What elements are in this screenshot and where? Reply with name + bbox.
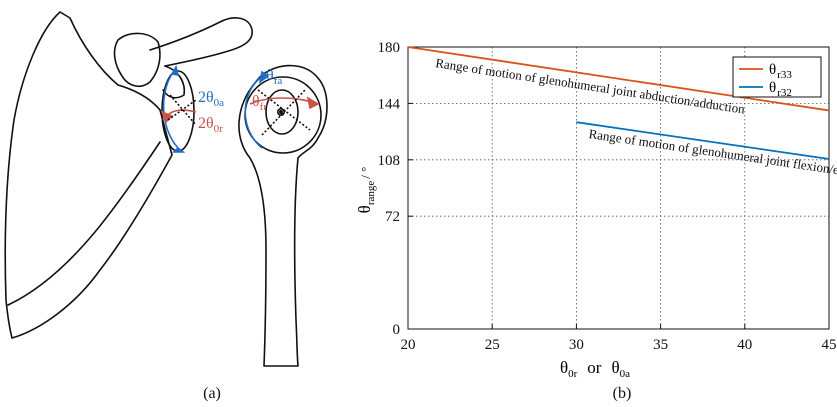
y-axis-label: θrange/ ° (355, 167, 377, 214)
arrow-head-blue-top (170, 64, 180, 76)
humerus-center-dot (278, 110, 283, 115)
shoulder-illustration (4, 11, 328, 367)
x-tick-label: 20 (401, 337, 416, 353)
legend-label-r32: θr32 (769, 80, 792, 99)
x-tick-label: 40 (737, 337, 752, 353)
legend-box (732, 56, 822, 98)
dashed-line-2 (167, 99, 197, 121)
y-tick-label: 108 (378, 153, 401, 169)
humeral-articular-surface (265, 89, 299, 135)
glenoid-arc-blue (162, 73, 179, 149)
humerus-center (276, 108, 285, 117)
y-tick-label: 72 (385, 209, 400, 225)
label-theta-fa: θfa (266, 67, 282, 87)
series-line-r32 (576, 121, 830, 160)
x-tick-label: 45 (822, 337, 837, 353)
x-tick-label: 35 (653, 337, 668, 353)
label-2theta-0a: 2θ0a (198, 89, 224, 109)
label-theta-fr: θfr (252, 93, 267, 113)
dashed-line-3 (257, 89, 311, 131)
caption-b: (b) (613, 385, 632, 402)
x-ticks: 20 25 30 35 40 45 (401, 324, 837, 353)
dashed-line-1 (169, 94, 197, 126)
clavicle-outline (149, 17, 253, 67)
plot-frame (407, 46, 830, 330)
series-annotation-r33: Range of motion of glenohumeral joint ab… (434, 55, 746, 117)
series-line-r33 (407, 46, 830, 112)
angle-markings (160, 64, 320, 153)
series-lines (407, 46, 830, 160)
humerus-arc-blue (244, 77, 263, 149)
arrow-head-blue-humerus (258, 70, 270, 84)
arrow-head-red-humerus (306, 96, 320, 110)
legend-label-r33: θr33 (769, 62, 792, 81)
y-tick-label: 0 (393, 322, 401, 338)
arrow-head-blue-bottom (172, 146, 186, 153)
line-chart: 20 25 30 35 40 45 0 72 108 144 180 Range of motio… (378, 40, 837, 353)
y-tick-label: 180 (378, 40, 401, 56)
x-tick-label: 25 (485, 337, 500, 353)
label-2theta-0r: 2θ0r (198, 115, 223, 135)
caption-a: (a) (203, 385, 221, 402)
y-tick-label: 144 (378, 96, 401, 112)
grid-lines (408, 47, 829, 329)
acromion-outline (113, 32, 161, 88)
scapula-outline (4, 11, 173, 339)
humerus-outline (238, 64, 328, 367)
y-ticks: 0 72 108 144 180 (378, 40, 413, 338)
x-tick-label: 30 (569, 337, 584, 353)
scapula-inner-ridge (7, 141, 161, 306)
